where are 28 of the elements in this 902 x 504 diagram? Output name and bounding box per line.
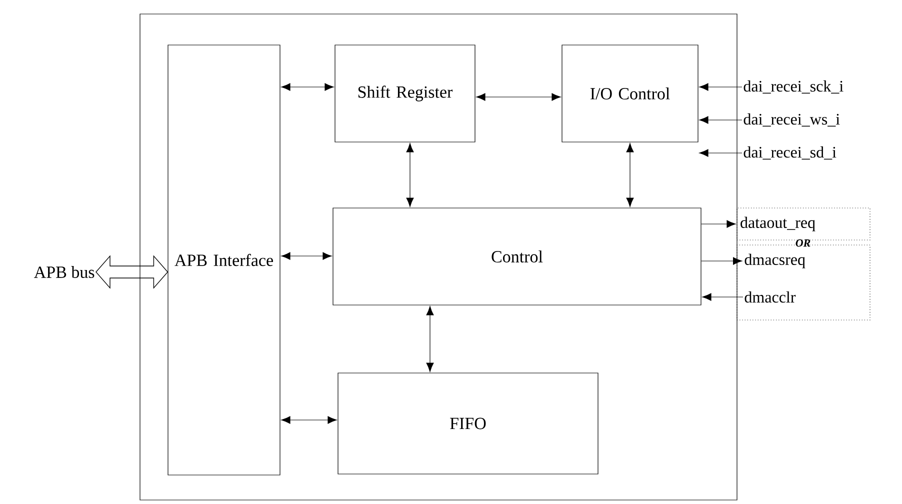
control-box: Control	[332, 208, 702, 306]
block-outline	[140, 14, 738, 500]
arrow	[701, 220, 736, 228]
interface-box: APB Interface	[168, 44, 280, 476]
arrow	[281, 416, 337, 424]
control-box: I/O Control	[562, 44, 698, 142]
arrow	[281, 83, 334, 91]
or-label: OR	[796, 239, 810, 247]
arrow	[699, 83, 742, 91]
arrow	[701, 257, 742, 265]
hollow-arrow	[96, 255, 168, 289]
arrow	[626, 143, 634, 207]
signal-label: dai_recei_sck_i	[744, 80, 844, 94]
arrow	[281, 252, 332, 260]
signal-label: dmacclr	[744, 291, 796, 303]
arrow	[426, 306, 434, 372]
arrow	[702, 293, 744, 301]
arrow	[476, 93, 561, 101]
signal-box: dataout_req	[736, 208, 870, 240]
arrow	[406, 143, 414, 207]
signal-label: dai_recei_sd_i	[744, 146, 836, 160]
signal-label: dmacsreq	[744, 254, 806, 268]
signal-label: dai_recei_ws_i	[744, 113, 840, 127]
arrow	[699, 116, 742, 124]
bus-label: APB bus	[34, 266, 94, 278]
fifo-box: FIFO	[338, 372, 598, 474]
arrow	[699, 149, 742, 157]
register-box: Shift Register	[334, 44, 476, 142]
